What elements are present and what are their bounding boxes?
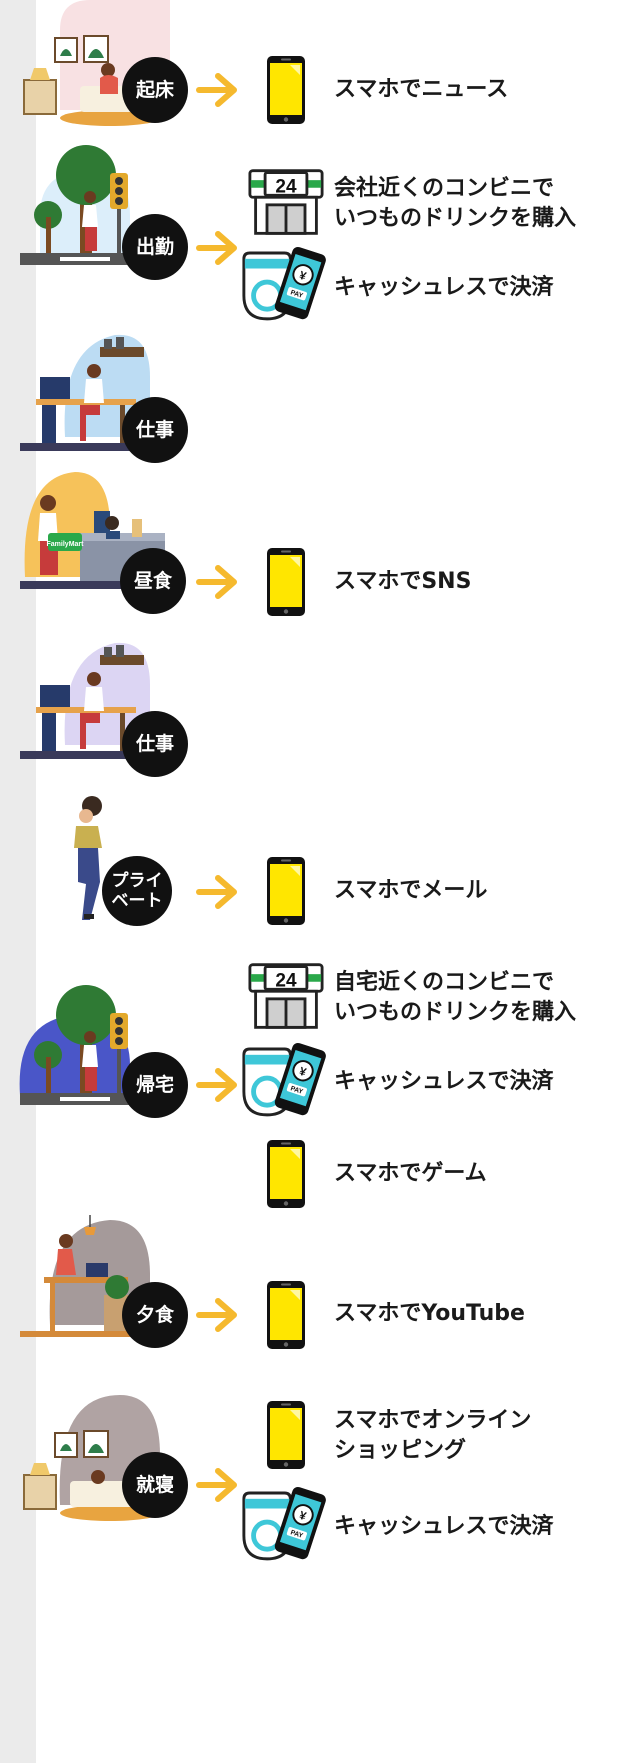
- arrow-right-icon: [196, 564, 240, 600]
- yen-symbol: ¥: [298, 269, 309, 284]
- action-label: キャッシュレスで決済: [334, 1069, 554, 1094]
- left-rail: [0, 0, 36, 1763]
- action-label: スマホでニュース: [334, 77, 509, 102]
- office-desk-illustration-2: [20, 642, 160, 759]
- action-label: スマホでSNS: [334, 569, 472, 594]
- pay-text: PAY: [289, 289, 304, 300]
- badge-wake: 起床: [122, 57, 188, 123]
- action-label: キャッシュレスで決済: [334, 275, 554, 300]
- cashless-payment-icon: ¥ PAY: [240, 244, 332, 324]
- action-label: スマホでオンライン ショッピング: [334, 1408, 532, 1463]
- action-label: スマホでYouTube: [334, 1301, 525, 1326]
- basket-text: FamilyMart: [47, 541, 85, 548]
- arrow-right-icon: [196, 72, 240, 108]
- action-label: 自宅近くのコンビニで いつものドリンクを購入: [334, 970, 577, 1025]
- commute-street-illustration: [20, 145, 170, 265]
- arrow-right-icon: [196, 230, 240, 266]
- store-sign-text: 24: [275, 177, 297, 198]
- action-label: スマホでゲーム: [334, 1161, 487, 1186]
- store-sign-text: 24: [275, 971, 297, 992]
- badge-private: プライ ベート: [102, 856, 172, 926]
- arrow-right-icon: [196, 874, 240, 910]
- badge-work: 仕事: [122, 397, 188, 463]
- convenience-store-24-icon: 24: [248, 168, 324, 236]
- smartphone-icon: [266, 1280, 306, 1350]
- smartphone-icon: [266, 55, 306, 125]
- pay-text: PAY: [289, 1085, 304, 1096]
- arrow-right-icon: [196, 1067, 240, 1103]
- badge-lunch: 昼食: [120, 548, 186, 614]
- badge-dinner: 夕食: [122, 1282, 188, 1348]
- badge-work-2: 仕事: [122, 711, 188, 777]
- smartphone-icon: [266, 1139, 306, 1209]
- badge-home: 帰宅: [122, 1052, 188, 1118]
- action-label: 会社近くのコンビニで いつものドリンクを購入: [334, 176, 577, 231]
- smartphone-icon: [266, 856, 306, 926]
- private-woman-illustration: [74, 796, 102, 920]
- yen-symbol: ¥: [298, 1509, 309, 1524]
- cashless-payment-icon: ¥ PAY: [240, 1484, 332, 1564]
- arrow-right-icon: [196, 1297, 240, 1333]
- yen-symbol: ¥: [298, 1065, 309, 1080]
- action-label: スマホでメール: [334, 878, 488, 903]
- smartphone-icon: [266, 1400, 306, 1470]
- smartphone-icon: [266, 547, 306, 617]
- convenience-store-24-icon: 24: [248, 962, 324, 1030]
- badge-commute: 出勤: [122, 214, 188, 280]
- arrow-right-icon: [196, 1467, 240, 1503]
- action-label: キャッシュレスで決済: [334, 1514, 554, 1539]
- badge-sleep: 就寝: [122, 1452, 188, 1518]
- pay-text: PAY: [289, 1529, 304, 1540]
- cashless-payment-icon: ¥ PAY: [240, 1040, 332, 1120]
